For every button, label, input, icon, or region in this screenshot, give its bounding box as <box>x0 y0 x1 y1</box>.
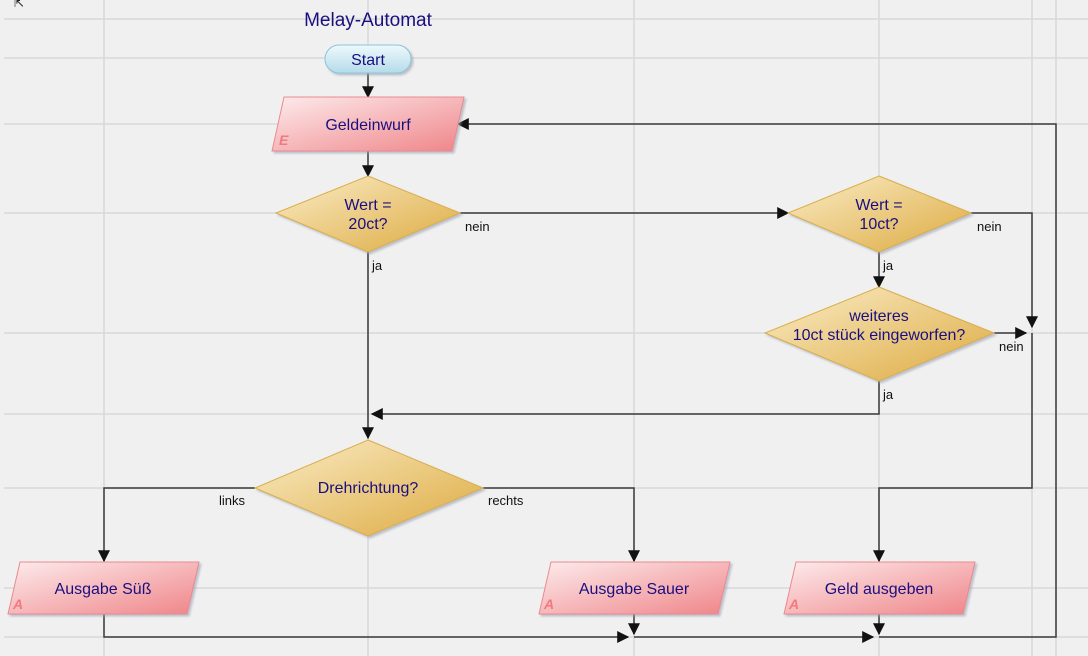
node-wert10[interactable]: Wert = 10ct? <box>786 175 973 253</box>
mouse-cursor-icon: ⇱ <box>14 0 25 10</box>
node-wert10-line2: 10ct? <box>859 216 898 233</box>
output-marker: A <box>788 596 799 612</box>
node-wert20-line1: Wert = <box>344 197 391 214</box>
label-weiteres-nein: nein <box>999 339 1024 354</box>
node-wert10-line1: Wert = <box>855 197 902 214</box>
label-dreh-links: links <box>219 493 246 508</box>
label-wert20-ja: ja <box>371 258 383 273</box>
label-wert20-nein: nein <box>465 219 490 234</box>
node-geldeinwurf[interactable]: Geldeinwurf E <box>271 96 465 152</box>
node-start[interactable]: Start <box>324 44 412 74</box>
node-geld-ausgeben-label: Geld ausgeben <box>825 581 934 598</box>
input-marker: E <box>279 132 289 148</box>
node-geldeinwurf-label: Geldeinwurf <box>325 117 411 134</box>
node-weiteres-line2: 10ct stück eingeworfen? <box>793 327 966 344</box>
output-marker: A <box>12 596 23 612</box>
node-ausgabe-sauer-label: Ausgabe Sauer <box>579 581 690 598</box>
node-ausgabe-sauer[interactable]: Ausgabe Sauer A <box>538 561 731 615</box>
output-marker: A <box>543 596 554 612</box>
node-ausgabe-suess[interactable]: Ausgabe Süß A <box>7 561 200 615</box>
edge-wert10-nein[interactable] <box>971 212 1038 329</box>
label-weiteres-ja: ja <box>882 387 894 402</box>
edge-dreh-rechts[interactable] <box>483 487 640 563</box>
node-weiteres[interactable]: weiteres 10ct stück eingeworfen? <box>763 286 996 382</box>
node-ausgabe-suess-label: Ausgabe Süß <box>55 581 152 598</box>
edge-loop-back[interactable] <box>456 118 1057 638</box>
node-drehrichtung[interactable]: Drehrichtung? <box>253 439 485 537</box>
diagram-title: Melay-Automat <box>304 10 432 31</box>
label-wert10-nein: nein <box>977 219 1002 234</box>
node-wert20[interactable]: Wert = 20ct? <box>274 175 462 253</box>
edges <box>98 73 1057 643</box>
edge-suess-merge[interactable] <box>103 614 630 643</box>
edge-weiteres-ja[interactable] <box>370 381 880 420</box>
label-wert10-ja: ja <box>882 258 894 273</box>
label-dreh-rechts: rechts <box>488 493 524 508</box>
node-wert20-line2: 20ct? <box>348 216 387 233</box>
node-weiteres-line1: weiteres <box>848 308 909 325</box>
node-start-label: Start <box>351 52 385 69</box>
edge-to-geld-ausgeben[interactable] <box>873 333 1033 563</box>
node-drehrichtung-label: Drehrichtung? <box>318 480 419 497</box>
node-geld-ausgeben[interactable]: Geld ausgeben A <box>783 561 976 615</box>
edge-dreh-links[interactable] <box>98 487 255 563</box>
